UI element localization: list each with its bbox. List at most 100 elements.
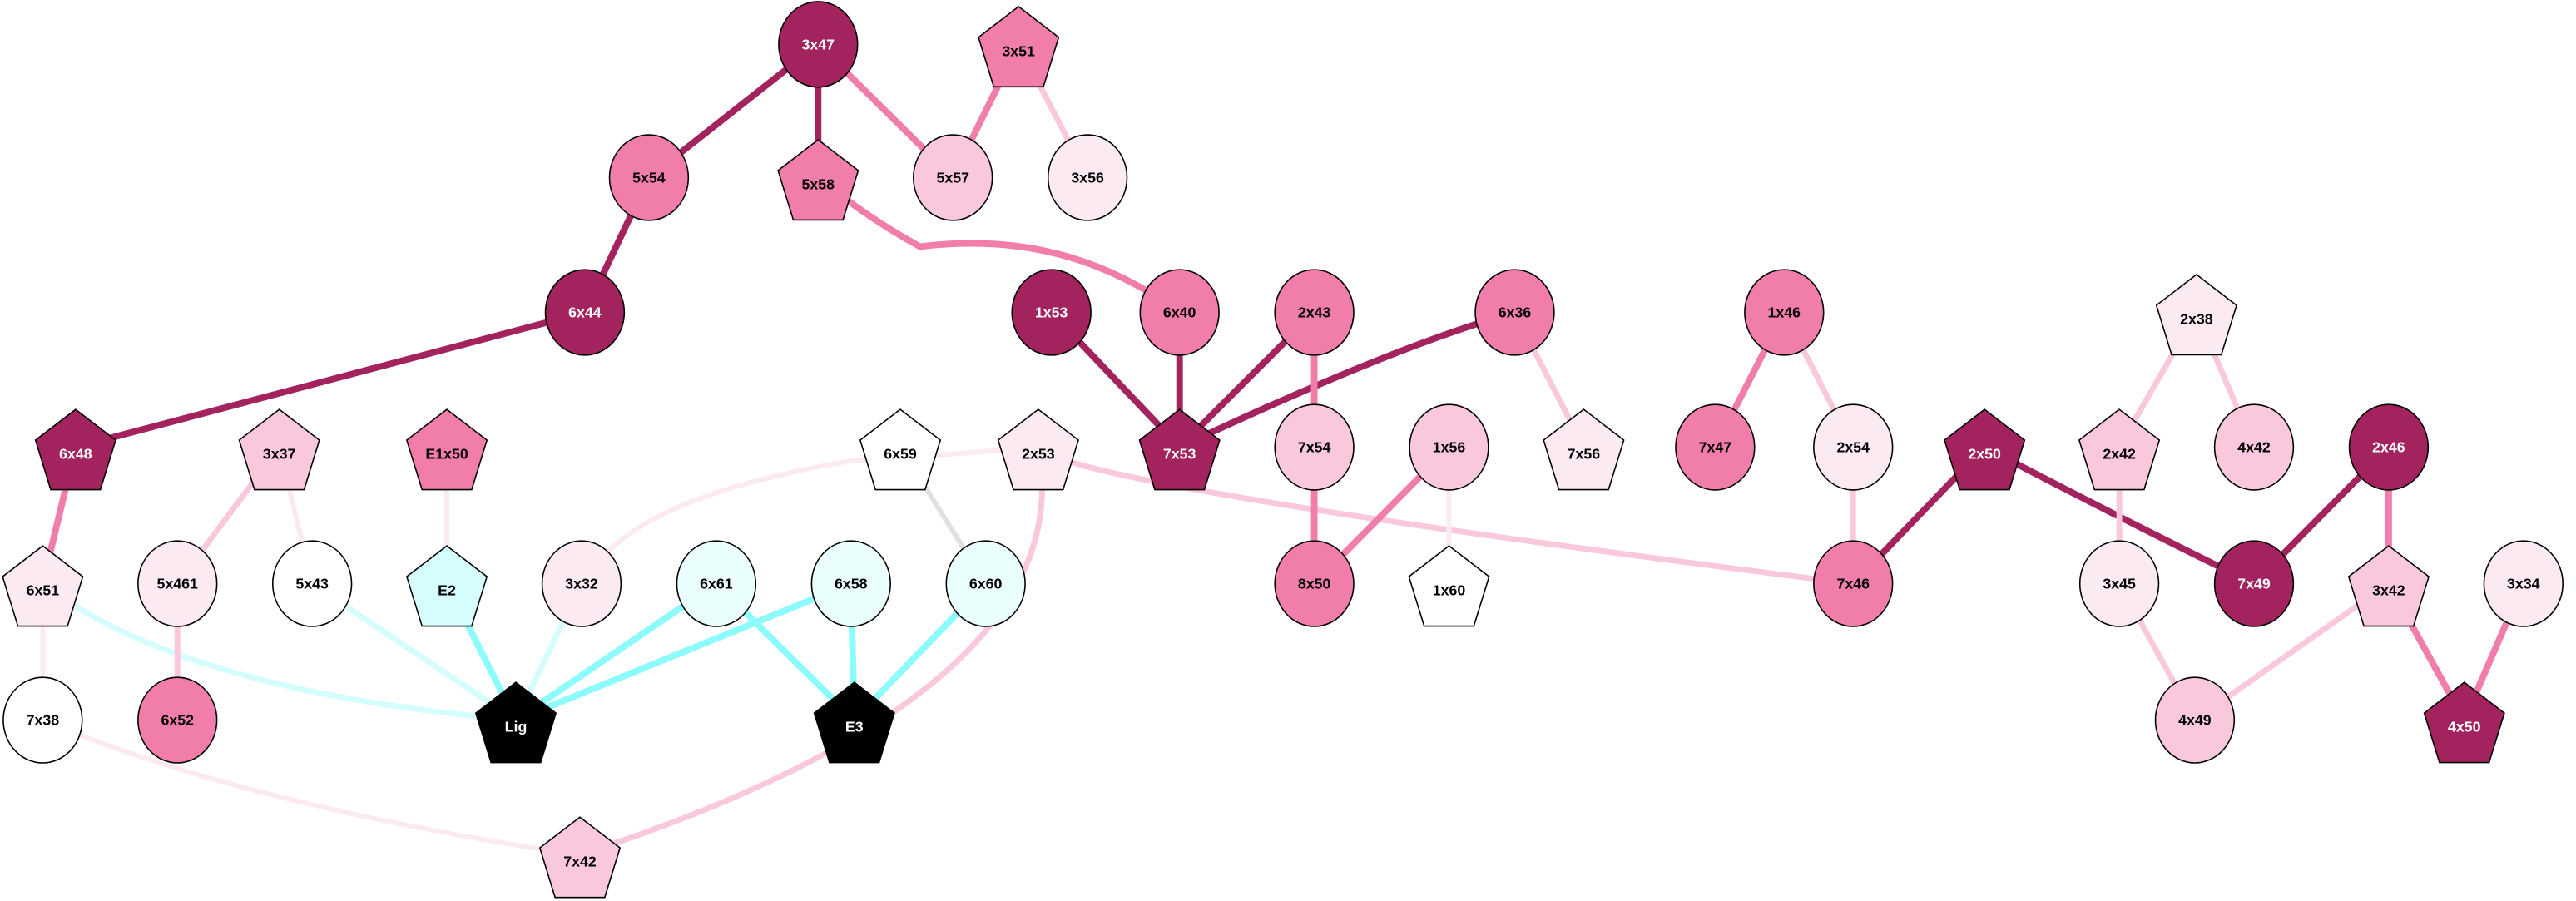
circle-shape: [2, 676, 83, 764]
node-3x32[interactable]: 3x32: [541, 540, 622, 627]
node-4x49[interactable]: 4x49: [2154, 676, 2236, 764]
node-3x34[interactable]: 3x34: [2483, 540, 2564, 627]
node-label: 2x42: [2103, 445, 2136, 462]
node-label: 6x51: [27, 582, 60, 598]
node-7x47[interactable]: 7x47: [1675, 403, 1756, 491]
circle-shape: [1409, 403, 1489, 491]
node-label: 3x34: [2507, 576, 2540, 592]
node-label: 4x49: [2178, 712, 2212, 729]
node-7x54[interactable]: 7x54: [1274, 403, 1355, 491]
node-label: 7x53: [1163, 445, 1196, 462]
node-5x57[interactable]: 5x57: [913, 134, 993, 221]
circle-shape: [608, 134, 690, 221]
node-E1x50[interactable]: E1x50: [405, 408, 488, 491]
node-3x51[interactable]: 3x51: [978, 5, 1060, 88]
node-6x48[interactable]: 6x48: [34, 408, 116, 491]
node-6x59[interactable]: 6x59: [859, 408, 942, 491]
node-5x43[interactable]: 5x43: [271, 540, 353, 627]
node-2x38[interactable]: 2x38: [2155, 274, 2237, 356]
pentagon-shape: [2423, 681, 2505, 764]
node-7x38[interactable]: 7x38: [2, 676, 83, 764]
circle-shape: [1675, 403, 1756, 491]
node-label: 6x61: [700, 576, 733, 592]
node-3x37[interactable]: 3x37: [238, 408, 320, 491]
node-6x36[interactable]: 6x36: [1474, 269, 1555, 356]
node-label: 2x54: [1836, 439, 1870, 456]
node-1x46[interactable]: 1x46: [1744, 269, 1825, 356]
node-label: 6x44: [568, 304, 602, 320]
node-label: 8x50: [1298, 576, 1331, 592]
node-5x58[interactable]: 5x58: [777, 138, 859, 221]
circle-shape: [2154, 676, 2236, 764]
node-label: 6x58: [835, 576, 868, 592]
node-label: 6x36: [1499, 304, 1532, 320]
node-7x46[interactable]: 7x46: [1813, 540, 1894, 627]
node-2x42[interactable]: 2x42: [2078, 408, 2161, 491]
node-1x56[interactable]: 1x56: [1409, 403, 1489, 491]
node-2x53[interactable]: 2x53: [997, 408, 1079, 491]
node-2x54[interactable]: 2x54: [1813, 403, 1894, 491]
node-1x53[interactable]: 1x53: [1011, 269, 1092, 356]
node-6x60[interactable]: 6x60: [945, 540, 1026, 627]
edge-2x53-7x42: [578, 446, 1045, 858]
node-3x56[interactable]: 3x56: [1047, 134, 1128, 221]
node-label: 7x54: [1298, 439, 1331, 456]
node-2x43[interactable]: 2x43: [1274, 269, 1355, 356]
node-4x50[interactable]: 4x50: [2423, 681, 2505, 764]
circle-shape: [1274, 540, 1355, 627]
circle-shape: [1744, 269, 1825, 356]
pentagon-shape: [2155, 274, 2237, 356]
pentagon-shape: [997, 408, 1079, 491]
node-Lig[interactable]: Lig: [474, 681, 557, 764]
pentagon-shape: [405, 408, 488, 491]
node-label: 6x60: [969, 576, 1003, 592]
pentagon-shape: [238, 408, 320, 491]
node-3x45[interactable]: 3x45: [2078, 540, 2160, 627]
node-label: 2x46: [2372, 439, 2405, 456]
node-6x44[interactable]: 6x44: [544, 269, 626, 356]
node-E3[interactable]: E3: [813, 681, 895, 764]
node-8x50[interactable]: 8x50: [1274, 540, 1355, 627]
circle-shape: [778, 1, 859, 88]
node-label: 1x53: [1035, 304, 1068, 320]
node-label: 5x461: [157, 576, 198, 592]
node-label: 3x56: [1071, 169, 1104, 186]
node-6x40[interactable]: 6x40: [1139, 269, 1220, 356]
node-2x46[interactable]: 2x46: [2348, 403, 2430, 491]
node-3x47[interactable]: 3x47: [778, 1, 859, 88]
node-label: 3x37: [263, 445, 296, 462]
pentagon-shape: [474, 681, 557, 764]
node-1x60[interactable]: 1x60: [1408, 545, 1490, 627]
node-6x61[interactable]: 6x61: [676, 540, 757, 627]
node-6x51[interactable]: 6x51: [2, 545, 84, 627]
circle-shape: [1813, 540, 1894, 627]
node-6x58[interactable]: 6x58: [810, 540, 891, 627]
edge-2x53-3x32: [579, 444, 1039, 586]
circle-shape: [1274, 269, 1355, 356]
node-6x52[interactable]: 6x52: [137, 676, 218, 764]
pentagon-shape: [1543, 408, 1625, 491]
node-3x42[interactable]: 3x42: [2347, 545, 2430, 627]
node-7x42[interactable]: 7x42: [538, 816, 622, 899]
pentagon-shape: [1138, 408, 1221, 491]
node-7x53[interactable]: 7x53: [1138, 408, 1221, 491]
node-5x54[interactable]: 5x54: [608, 134, 690, 221]
node-7x56[interactable]: 7x56: [1543, 408, 1625, 491]
pentagon-shape: [1944, 408, 2026, 491]
node-7x49[interactable]: 7x49: [2213, 540, 2295, 627]
circle-shape: [1474, 269, 1555, 356]
edge-7x38-7x42: [42, 717, 581, 858]
pentagon-shape: [34, 408, 116, 491]
pentagon-shape: [813, 681, 895, 764]
circle-shape: [1813, 403, 1894, 491]
node-2x50[interactable]: 2x50: [1944, 408, 2026, 491]
node-label: 3x45: [2103, 576, 2136, 592]
node-4x42[interactable]: 4x42: [2213, 403, 2295, 491]
circle-shape: [1274, 403, 1355, 491]
node-label: 2x50: [1968, 445, 2001, 462]
node-5x461[interactable]: 5x461: [137, 540, 218, 627]
node-label: E1x50: [425, 445, 468, 462]
node-label: 5x57: [936, 169, 969, 186]
node-label: 1x46: [1768, 304, 1801, 320]
node-E2[interactable]: E2: [405, 545, 488, 627]
